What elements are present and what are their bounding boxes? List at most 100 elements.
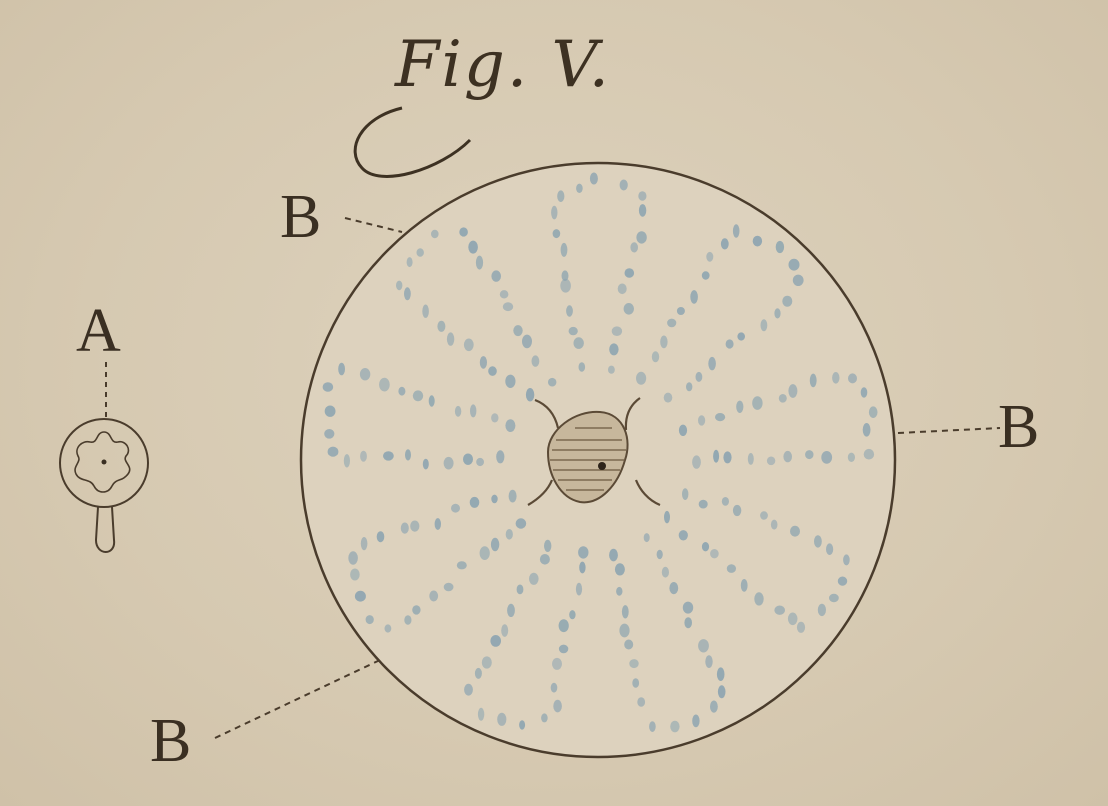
granule-dot bbox=[761, 319, 768, 331]
granule-dot bbox=[698, 639, 709, 652]
granule-dot bbox=[404, 287, 411, 300]
granule-dot bbox=[459, 227, 468, 236]
granule-dot bbox=[569, 610, 575, 619]
granule-dot bbox=[398, 387, 405, 396]
granule-dot bbox=[507, 604, 515, 617]
granule-dot bbox=[615, 563, 625, 575]
granule-dot bbox=[699, 500, 708, 509]
granule-dot bbox=[541, 713, 548, 722]
granule-dot bbox=[771, 520, 778, 530]
granule-dot bbox=[488, 366, 497, 376]
granule-dot bbox=[361, 537, 368, 550]
granule-dot bbox=[664, 393, 673, 403]
granule-dot bbox=[684, 617, 692, 628]
granule-dot bbox=[690, 290, 698, 304]
granule-dot bbox=[323, 382, 334, 391]
granule-dot bbox=[360, 451, 367, 462]
granule-dot bbox=[864, 449, 874, 460]
granule-dot bbox=[529, 573, 539, 585]
granule-dot bbox=[863, 423, 871, 437]
granule-dot bbox=[630, 242, 638, 252]
granule-dot bbox=[748, 453, 754, 465]
granule-dot bbox=[848, 373, 857, 383]
granule-dot bbox=[708, 357, 716, 370]
granule-dot bbox=[404, 615, 411, 624]
granule-dot bbox=[698, 415, 705, 425]
granule-dot bbox=[464, 339, 474, 352]
granule-dot bbox=[526, 388, 534, 401]
granule-dot bbox=[789, 259, 800, 271]
granule-dot bbox=[553, 700, 562, 713]
granule-dot bbox=[516, 518, 527, 528]
granule-dot bbox=[644, 533, 650, 542]
label-a: A bbox=[76, 300, 121, 362]
granule-dot bbox=[609, 549, 618, 562]
leader-line-b-top-left bbox=[345, 218, 402, 232]
granule-dot bbox=[760, 511, 768, 519]
granule-dot bbox=[579, 562, 585, 574]
granule-dot bbox=[338, 363, 345, 376]
granule-dot bbox=[561, 243, 568, 257]
granule-dot bbox=[624, 303, 634, 315]
granule-dot bbox=[733, 505, 741, 516]
granule-dot bbox=[576, 583, 582, 596]
granule-dot bbox=[429, 591, 438, 602]
granule-dot bbox=[821, 451, 832, 464]
granule-dot bbox=[782, 296, 792, 307]
granule-dot bbox=[350, 569, 360, 581]
granule-dot bbox=[726, 339, 734, 348]
granule-dot bbox=[774, 606, 785, 615]
granule-dot bbox=[544, 540, 551, 552]
granule-dot bbox=[710, 549, 719, 558]
granule-dot bbox=[490, 635, 501, 647]
granule-dot bbox=[444, 457, 454, 470]
granule-dot bbox=[713, 450, 719, 463]
granule-dot bbox=[396, 281, 402, 291]
granule-dot bbox=[670, 721, 679, 733]
granule-dot bbox=[660, 336, 667, 349]
granule-dot bbox=[562, 270, 569, 281]
granule-dot bbox=[618, 284, 627, 295]
granule-dot bbox=[540, 554, 550, 565]
granule-dot bbox=[355, 591, 366, 602]
granule-dot bbox=[519, 720, 525, 729]
granule-dot bbox=[476, 458, 484, 466]
granule-dot bbox=[838, 577, 847, 586]
granule-dot bbox=[553, 229, 561, 238]
granule-dot bbox=[500, 290, 509, 298]
specimen-a bbox=[60, 419, 148, 552]
granule-dot bbox=[620, 180, 628, 191]
granule-dot bbox=[776, 241, 784, 253]
granule-dot bbox=[569, 327, 578, 335]
granule-dot bbox=[417, 248, 424, 257]
granule-dot bbox=[444, 583, 454, 592]
granule-dot bbox=[501, 624, 508, 637]
granule-dot bbox=[513, 325, 522, 336]
granule-dot bbox=[468, 241, 478, 254]
granule-dot bbox=[551, 206, 557, 220]
granule-dot bbox=[682, 488, 688, 500]
granule-dot bbox=[579, 362, 586, 371]
granule-dot bbox=[480, 546, 490, 560]
granule-dot bbox=[505, 375, 515, 388]
granule-dot bbox=[826, 543, 833, 555]
granule-dot bbox=[609, 343, 618, 355]
granule-dot bbox=[793, 275, 804, 286]
granule-dot bbox=[869, 406, 878, 418]
granule-dot bbox=[677, 307, 685, 315]
granule-dot bbox=[566, 305, 573, 316]
granule-dot bbox=[522, 335, 532, 349]
granule-dot bbox=[619, 624, 629, 638]
granule-dot bbox=[482, 656, 492, 668]
granule-dot bbox=[843, 554, 850, 565]
granule-dot bbox=[832, 372, 839, 384]
granule-dot bbox=[385, 624, 392, 632]
granule-dot bbox=[736, 401, 743, 413]
granule-dot bbox=[683, 602, 693, 614]
granule-dot bbox=[344, 454, 350, 467]
granule-dot bbox=[517, 585, 524, 595]
granule-dot bbox=[574, 337, 584, 349]
granule-dot bbox=[324, 429, 334, 439]
granule-dot bbox=[475, 668, 482, 679]
